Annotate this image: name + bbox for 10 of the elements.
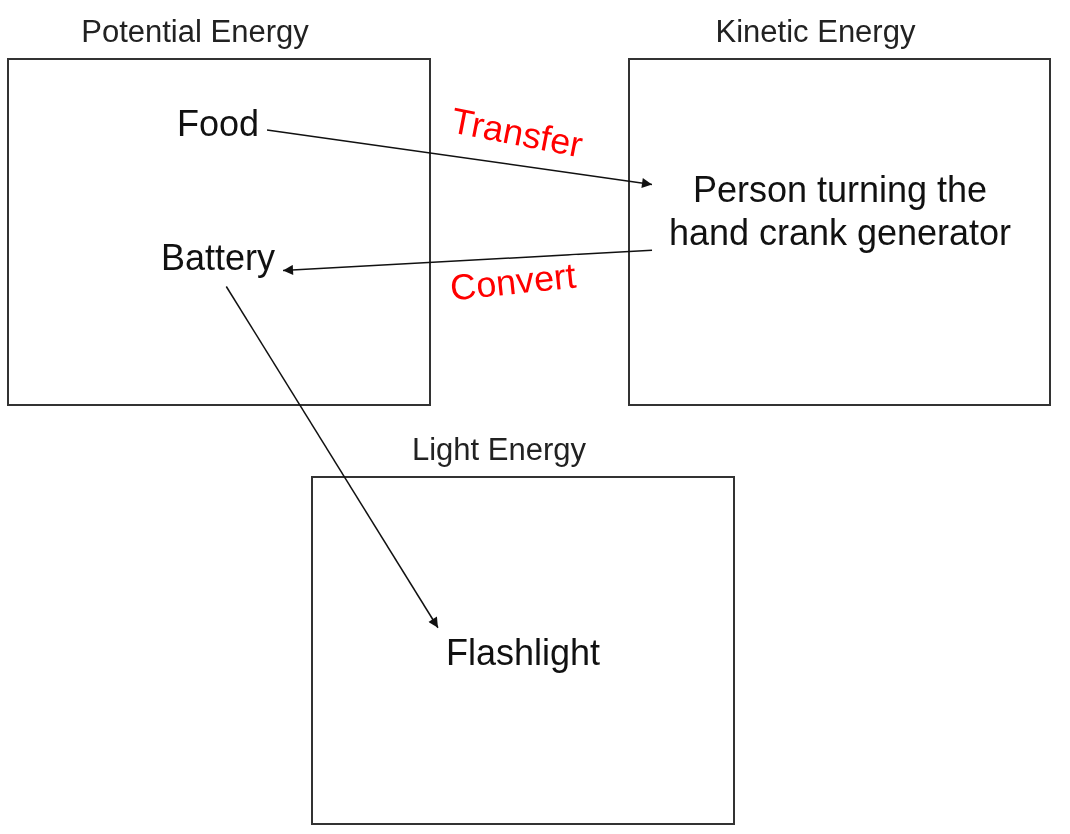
- arrow: [266, 129, 653, 188]
- box-heading: Potential Energy: [81, 14, 309, 50]
- node-text: Person turning the hand crank generator: [660, 168, 1020, 254]
- box-heading: Light Energy: [411, 432, 587, 468]
- node-text: Battery: [161, 235, 275, 279]
- arrow: [282, 249, 653, 275]
- arrow: [225, 285, 439, 629]
- node-text: Flashlight: [445, 630, 601, 674]
- box-heading: Kinetic Energy: [715, 14, 916, 50]
- node-text: Food: [176, 101, 260, 145]
